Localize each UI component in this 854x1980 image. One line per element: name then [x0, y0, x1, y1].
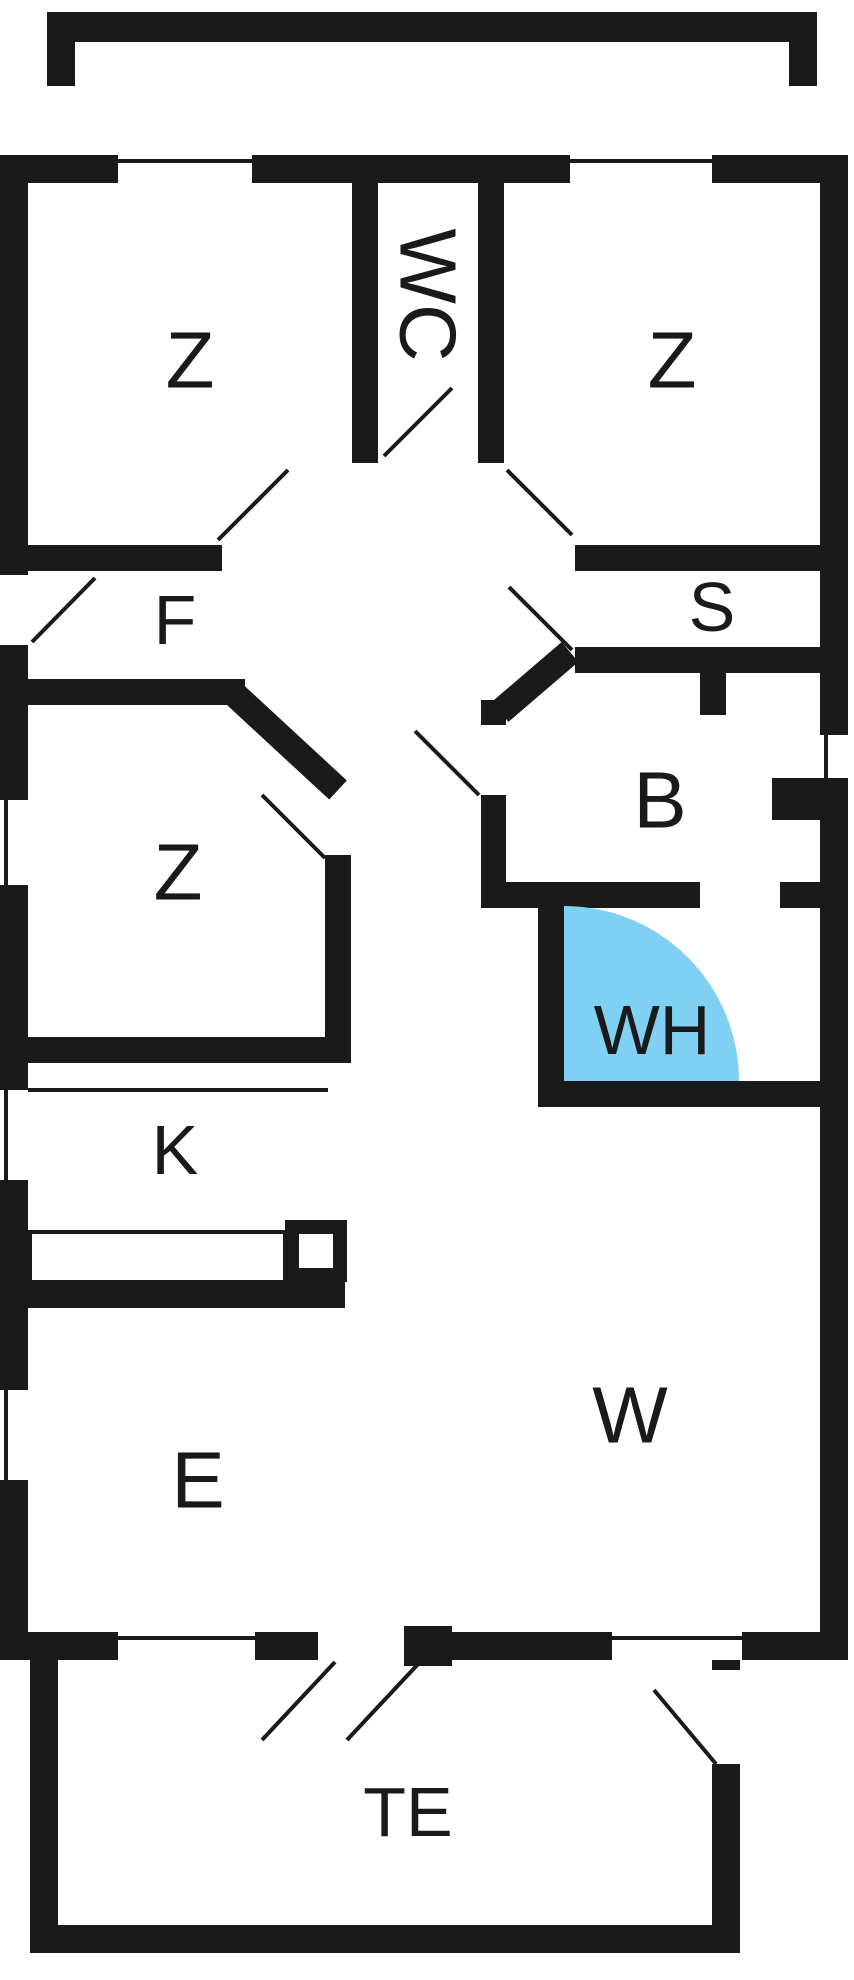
terrace-door-gap	[318, 1632, 410, 1660]
wall-b-left-upper	[481, 700, 506, 725]
wall-f-bottom	[0, 679, 245, 705]
top-boundary-bar	[47, 12, 817, 42]
wall-wh-bottom	[538, 1081, 848, 1107]
room-label-z-top-right: Z	[648, 316, 697, 405]
kitchen-counter	[28, 1230, 287, 1284]
room-label-z-top-left: Z	[166, 316, 215, 405]
door-leaf-s	[507, 585, 574, 652]
terrace-wall-right-top	[712, 1660, 740, 1670]
wc-wall-right	[478, 183, 504, 463]
interior-walls	[0, 183, 848, 1308]
whirlpool-tub	[564, 906, 739, 1081]
terrace-wall-bottom	[30, 1925, 740, 1953]
door-leaf-terrace-2	[345, 1660, 422, 1742]
wc-wall-left	[352, 183, 378, 463]
duct-b-right	[772, 778, 848, 820]
room-label-z-middle-left: Z	[154, 828, 203, 917]
terrace-wall-right-bottom	[712, 1764, 740, 1953]
room-label-e: E	[171, 1436, 224, 1525]
door-leaf-wc	[382, 386, 454, 458]
door-leaf-terrace-1	[260, 1660, 337, 1742]
terrace-walls	[30, 1660, 740, 1953]
door-swings	[30, 386, 718, 1766]
wall-stub-s	[700, 673, 726, 715]
wall-wh-left	[538, 908, 564, 1107]
fixtures	[564, 906, 739, 1081]
window-line-right	[824, 735, 828, 778]
window-line-top-left	[118, 159, 252, 163]
chimney-core	[299, 1234, 333, 1268]
room-label-f: F	[154, 581, 197, 659]
door-leaf-z-top-right	[505, 468, 574, 537]
window-line-left-2	[4, 1090, 8, 1180]
openings	[0, 155, 848, 1666]
bottom-wall-pillar	[404, 1626, 452, 1666]
wall-k-bottom	[0, 1282, 345, 1308]
room-label-te: TE	[363, 1773, 452, 1851]
room-label-k: K	[152, 1111, 199, 1189]
terrace-wall-left	[30, 1660, 58, 1953]
top-boundary-stub-left	[47, 42, 75, 86]
room-label-w: W	[592, 1371, 668, 1460]
door-leaf-z-middle-left	[260, 793, 327, 860]
window-line-bottom-left	[118, 1636, 255, 1640]
top-boundary-stub-right	[789, 42, 817, 86]
window-line-left-3	[4, 1390, 8, 1480]
wall-z-middle-right	[325, 855, 351, 1037]
room-label-wh: WH	[594, 991, 711, 1069]
window-line-left-1	[4, 800, 8, 885]
wall-s-top	[575, 545, 848, 571]
wall-s-bottom	[575, 647, 848, 673]
door-leaf-entrance	[30, 576, 97, 644]
wall-wh-top-left	[564, 882, 700, 908]
room-labels: Z WC Z F S Z B WH K E W TE	[152, 228, 736, 1851]
room-label-b: B	[633, 756, 686, 845]
wall-b-left-lower	[481, 795, 506, 882]
door-leaf-b	[413, 729, 481, 797]
hall-diagonal-wall-sw	[223, 682, 347, 800]
top-boundary-wall	[47, 12, 817, 86]
room-label-wc: WC	[384, 228, 473, 361]
entrance-door-gap	[0, 575, 28, 645]
door-leaf-terrace-gate	[652, 1688, 718, 1766]
window-line-bottom-right	[612, 1636, 742, 1640]
hall-diagonal-wall-se	[491, 642, 579, 722]
wall-z-topleft-bottom	[0, 545, 222, 571]
room-label-s: S	[689, 568, 736, 646]
kitchen-counter-line	[28, 1088, 328, 1092]
wall-b-wh-step	[481, 882, 564, 908]
window-line-top-right	[570, 159, 712, 163]
wall-wh-top-right	[780, 882, 848, 908]
door-leaf-z-top-left	[216, 468, 290, 542]
wall-z-middle-bottom	[0, 1037, 351, 1063]
